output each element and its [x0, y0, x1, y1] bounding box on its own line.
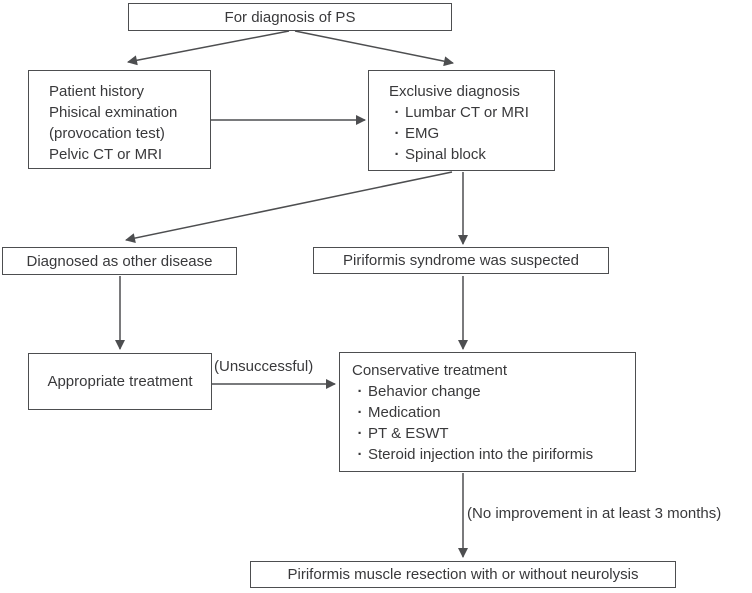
conservative-bullet-text: Medication — [368, 404, 441, 421]
box-appropriate-treatment-label: Appropriate treatment — [47, 373, 193, 390]
conservative-treatment-title: Conservative treatment — [352, 362, 508, 379]
box-conservative-treatment: Conservative treatment · Behavior change… — [339, 352, 636, 472]
box-patient-history: Patient history Phisical exmination (pro… — [28, 70, 211, 169]
patient-history-line: Pelvic CT or MRI — [49, 146, 163, 163]
conservative-bullet: · PT & ESWT — [352, 423, 629, 444]
box-diagnosed-other-disease-label: Diagnosed as other disease — [26, 252, 213, 270]
exclusive-bullet-text: Spinal block — [405, 146, 486, 163]
bullet-dot-icon: · — [394, 146, 400, 163]
box-piriformis-suspected: Piriformis syndrome was suspected — [313, 247, 609, 274]
exclusive-bullet-text: EMG — [405, 125, 440, 142]
label-no-improvement: (No improvement in at least 3 months) — [467, 505, 722, 522]
arrow-title-to-exclusive — [294, 30, 454, 67]
bullet-dot-icon: · — [357, 383, 363, 400]
bullet-dot-icon: · — [394, 104, 400, 121]
arrow-title-to-patient — [127, 30, 290, 66]
conservative-bullet: · Medication — [352, 402, 629, 423]
conservative-bullet-text: Steroid injection into the piriformis — [368, 446, 594, 463]
bullet-dot-icon: · — [357, 404, 363, 421]
box-piriformis-suspected-label: Piriformis syndrome was suspected — [343, 252, 579, 269]
box-for-diagnosis: For diagnosis of PS — [128, 3, 452, 31]
box-appropriate-treatment: Appropriate treatment — [28, 353, 212, 410]
patient-history-line: Patient history — [49, 83, 145, 100]
exclusive-bullet-text: Lumbar CT or MRI — [405, 104, 529, 121]
patient-history-line: Phisical exmination — [49, 104, 178, 121]
box-diagnosed-other-disease: Diagnosed as other disease — [2, 247, 237, 275]
box-for-diagnosis-label: For diagnosis of PS — [224, 8, 356, 26]
box-piriformis-resection: Piriformis muscle resection with or with… — [250, 561, 676, 588]
bullet-dot-icon: · — [357, 425, 363, 442]
patient-history-line: (provocation test) — [49, 125, 165, 142]
bullet-dot-icon: · — [394, 125, 400, 142]
conservative-bullet-text: Behavior change — [368, 383, 481, 400]
exclusive-diagnosis-title: Exclusive diagnosis — [389, 83, 520, 100]
exclusive-bullet: · EMG — [389, 123, 548, 144]
exclusive-bullet: · Spinal block — [389, 144, 548, 165]
label-unsuccessful: (Unsuccessful) — [214, 358, 314, 375]
bullet-dot-icon: · — [357, 446, 363, 463]
box-exclusive-diagnosis: Exclusive diagnosis · Lumbar CT or MRI ·… — [368, 70, 555, 171]
conservative-bullet-text: PT & ESWT — [368, 425, 449, 442]
arrow-exclusive-to-other-disease — [125, 171, 453, 244]
exclusive-bullet: · Lumbar CT or MRI — [389, 102, 548, 123]
conservative-bullet: · Behavior change — [352, 381, 629, 402]
box-piriformis-resection-label: Piriformis muscle resection with or with… — [287, 566, 639, 583]
conservative-bullet: · Steroid injection into the piriformis — [352, 444, 629, 465]
